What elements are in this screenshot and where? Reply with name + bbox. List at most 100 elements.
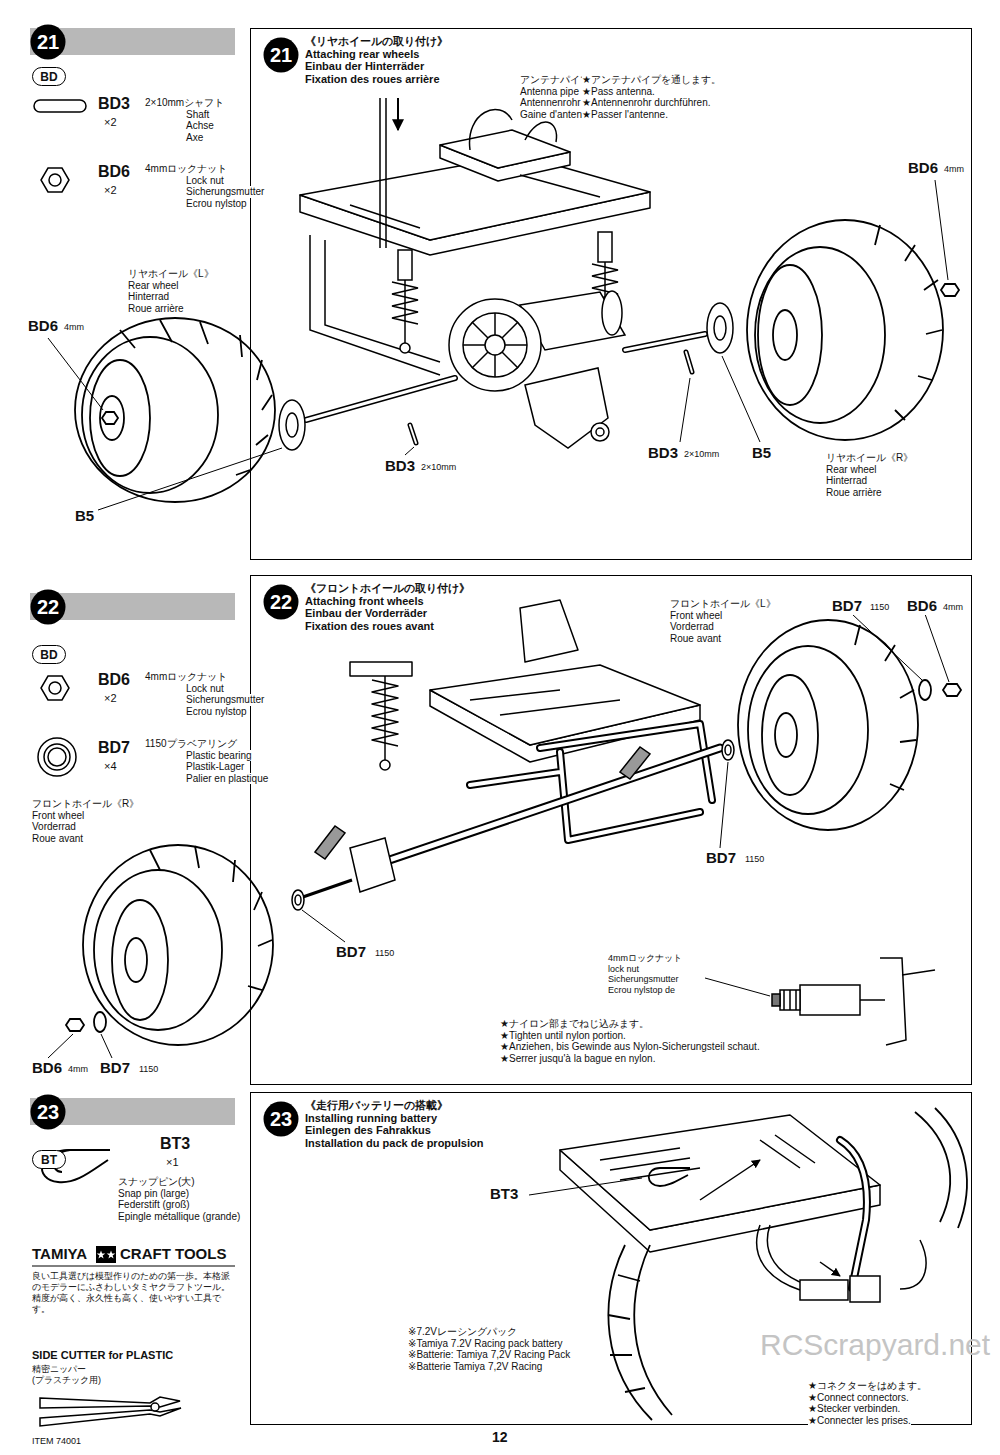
step-circle	[31, 1095, 66, 1130]
leader-line	[722, 356, 760, 442]
step-heading: Fixation des roues avant	[305, 620, 971, 633]
note: ★Anziehen, bis Gewinde aus Nylon-Sicheru…	[500, 1041, 760, 1053]
parts-bag-badge: BD	[32, 67, 66, 86]
note: ※Batterie: Tamiya 7,2V Racing Pack	[408, 1349, 570, 1361]
front-tire	[919, 680, 931, 700]
part-name: 1150プラベアリング	[145, 738, 237, 750]
front-chassis	[350, 662, 412, 676]
front-tire	[150, 846, 272, 990]
part-name: Shaft	[186, 109, 209, 121]
bumper-tube	[840, 1140, 867, 1288]
shock-absorber	[404, 280, 406, 343]
shaft-pin	[410, 425, 416, 443]
rear-axle	[306, 334, 705, 420]
chassis-rail	[310, 235, 440, 375]
battery-tray	[525, 122, 557, 142]
wheel-hub	[286, 413, 298, 437]
part-code: BD6	[907, 598, 937, 615]
page-number: 12	[492, 1430, 508, 1445]
tool-name: SIDE CUTTER for PLASTIC	[32, 1349, 173, 1361]
quantity: ×2	[104, 184, 117, 196]
front-chassis	[520, 600, 578, 662]
part-code: BD3	[648, 445, 678, 462]
note: ★Pass antenna.	[582, 86, 655, 98]
part-code: BD3	[385, 458, 415, 475]
lock-nut-detail	[902, 970, 935, 975]
nut-icon	[41, 676, 69, 700]
antenna-pipe	[380, 98, 398, 248]
leader-line	[680, 378, 690, 442]
note: ※7.2Vレーシングパック	[408, 1326, 517, 1338]
note: ※Batterie Tamiya 7,2V Racing	[408, 1361, 542, 1373]
part-name: Ecrou nylstop	[186, 198, 247, 210]
note: ★ナイロン部までねじ込みます。	[500, 1018, 649, 1030]
rear-axle	[306, 378, 455, 420]
note: ※Tamiya 7.2V Racing pack battery	[408, 1338, 563, 1350]
rear-tire	[747, 220, 943, 440]
note: ★Connecter les prises.	[808, 1415, 911, 1427]
step-heading: Einbau der Hinterräder	[305, 60, 971, 73]
front-tire	[66, 620, 961, 1045]
shaft-icon	[34, 100, 86, 112]
part-name: Antenna pipe	[520, 86, 579, 98]
front-chassis	[380, 760, 390, 770]
rear-tire	[941, 284, 959, 296]
gearbox	[463, 313, 527, 377]
front-tire	[94, 870, 222, 1030]
tire-outline	[608, 1245, 652, 1420]
dimension: 1150	[139, 1065, 158, 1075]
step-circle	[31, 25, 66, 60]
step-heading: 《リヤホイールの取り付け》	[305, 35, 971, 48]
part-code: BD7	[336, 944, 366, 961]
step-heading: Installing running battery	[305, 1112, 971, 1125]
shaft-pin	[410, 352, 692, 443]
step-number: 23	[30, 1094, 66, 1130]
rear-axle	[625, 334, 705, 350]
part-name: lock nut	[608, 964, 639, 975]
rear-tire	[755, 247, 885, 423]
part-code: BD7	[706, 850, 736, 867]
bag-code: BD	[40, 649, 57, 661]
antenna-pipe	[385, 98, 387, 248]
part-code: BD7	[100, 1060, 130, 1077]
bearing-icon	[48, 748, 66, 766]
bearing-icon	[38, 738, 76, 776]
part-name: Achse	[186, 120, 214, 132]
part-name: Ecrou nylstop de	[608, 985, 675, 996]
gearbox	[449, 299, 541, 391]
part-name: Ecrou nylstop	[186, 706, 247, 718]
connector	[850, 1276, 880, 1302]
note: ★Passer l'antenne.	[582, 109, 668, 121]
side-cutter	[151, 1403, 159, 1411]
bearing	[722, 740, 734, 760]
dimension: 4mm	[68, 1065, 88, 1075]
bearing-icon	[38, 738, 76, 776]
gearbox	[449, 291, 625, 448]
logo-mark	[32, 1246, 235, 1266]
step-number: 22	[30, 589, 66, 625]
front-chassis	[384, 676, 386, 760]
note: ★Connect connectors.	[808, 1392, 909, 1404]
item-number: ITEM 74001	[32, 1437, 81, 1447]
logo-mark	[96, 1246, 116, 1263]
part-code: BT3	[160, 1135, 190, 1153]
part-code: BD6	[98, 163, 130, 181]
step-heading: 《走行用バッテリーの搭載》	[305, 1099, 971, 1112]
step-heading: Attaching rear wheels	[305, 48, 971, 61]
front-chassis	[470, 690, 620, 715]
lock-nut-detail	[880, 958, 906, 1045]
snap-pin	[649, 1168, 690, 1186]
rear-tire	[875, 225, 942, 420]
front-tire	[738, 620, 918, 830]
step-heading: Installation du pack de propulsion	[305, 1137, 971, 1150]
bumper-tube	[360, 748, 720, 870]
part-name: アンテナパイプ	[520, 74, 590, 86]
quantity: ×2	[104, 692, 117, 704]
wheel-hub	[707, 303, 733, 353]
part-name: Palier en plastique	[186, 773, 268, 785]
part-code: BD6	[98, 671, 130, 689]
bearing	[295, 895, 301, 905]
tire-outline	[608, 1275, 645, 1392]
part-name: Roue arrière	[128, 303, 184, 315]
rear-tire	[75, 220, 959, 502]
